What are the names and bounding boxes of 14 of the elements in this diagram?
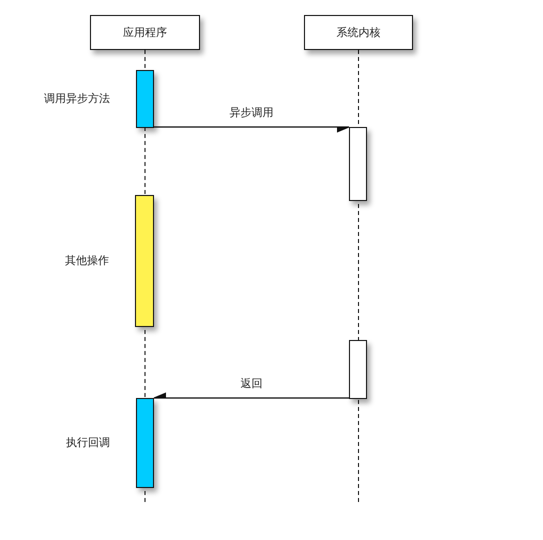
message-arrow xyxy=(154,126,350,132)
participant-box: 应用程序 xyxy=(90,15,200,50)
step-label: 其他操作 xyxy=(65,253,109,268)
activation-bar xyxy=(135,195,154,327)
step-label: 调用异步方法 xyxy=(44,91,110,106)
edge-label: 返回 xyxy=(240,376,262,391)
message-arrow xyxy=(154,392,349,399)
activation-bar xyxy=(136,70,154,128)
participant-box: 系统内核 xyxy=(304,15,413,50)
edge-label: 异步调用 xyxy=(230,105,274,120)
activation-bar xyxy=(349,340,367,399)
step-label: 执行回调 xyxy=(66,435,110,450)
activation-bar xyxy=(349,127,367,201)
activation-bar xyxy=(136,398,154,488)
